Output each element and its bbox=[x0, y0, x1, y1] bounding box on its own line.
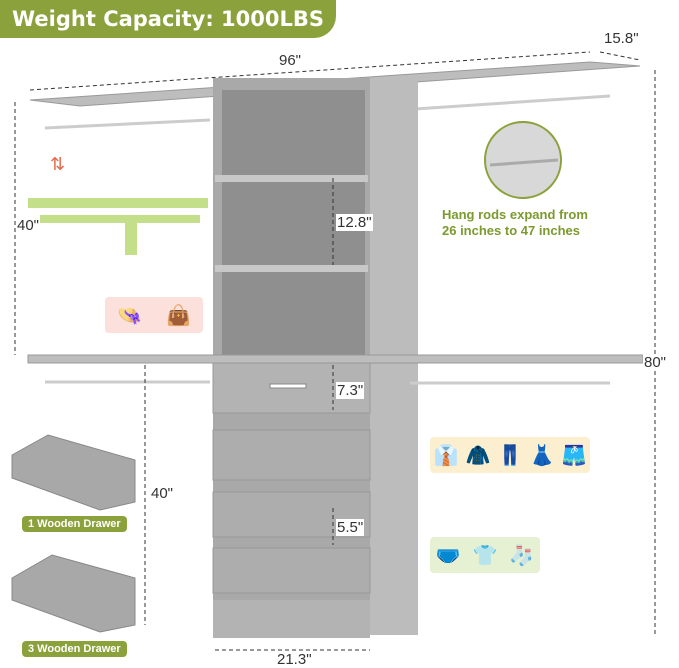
jacket-icon: 🧥 bbox=[465, 444, 491, 467]
drawer-label-1: 1 Wooden Drawer bbox=[22, 516, 127, 532]
drawer-illustration-1 bbox=[11, 434, 136, 511]
expand-arrows-icon: ⇅ bbox=[50, 154, 65, 174]
accessories-icon-box: 👒👜 bbox=[105, 297, 203, 333]
rod-detail-circle bbox=[484, 121, 562, 199]
width-dimension: 96" bbox=[278, 52, 303, 69]
depth-dimension: 15.8" bbox=[603, 30, 640, 47]
upper-hang-height: 40" bbox=[16, 217, 41, 234]
pants-icon: 👖 bbox=[497, 444, 523, 467]
onesie-icon: 👕 bbox=[472, 544, 498, 567]
lower-shelf bbox=[27, 354, 644, 364]
lower-hang-height: 40" bbox=[150, 485, 175, 502]
total-height: 80" bbox=[643, 354, 668, 371]
tower-width: 21.3" bbox=[276, 651, 313, 668]
skirt-icon: 🩳 bbox=[561, 444, 587, 467]
shirt-icon: 👔 bbox=[433, 444, 459, 467]
drawer-label-3: 3 Wooden Drawer bbox=[22, 641, 127, 657]
bin bbox=[212, 547, 371, 594]
small-items-icon-box: 🩲 👕 🧦 bbox=[430, 537, 540, 573]
shelf bbox=[215, 175, 368, 182]
shelf-spacing: 12.8" bbox=[336, 214, 373, 231]
bin-spacing: 5.5" bbox=[336, 519, 365, 536]
dress-icon: 👗 bbox=[529, 444, 555, 467]
bin bbox=[212, 429, 371, 481]
expandable-rod-illustration bbox=[28, 198, 208, 255]
drawer-height: 7.3" bbox=[336, 382, 365, 399]
shelf bbox=[215, 265, 368, 272]
note-line-1: Hang rods expand from bbox=[442, 207, 588, 222]
hat-icon: 👒 bbox=[117, 304, 142, 327]
clothing-icon-box: 👔 🧥 👖 👗 🩳 bbox=[430, 437, 590, 473]
tower-base bbox=[213, 600, 370, 638]
underwear-icon: 🩲 bbox=[435, 544, 461, 567]
note-line-2: 26 inches to 47 inches bbox=[442, 223, 581, 238]
drawer-illustration-3 bbox=[11, 554, 136, 633]
sock-icon: 🧦 bbox=[509, 544, 535, 567]
weight-capacity-banner: Weight Capacity: 1000LBS bbox=[0, 0, 336, 38]
hang-rod-note: Hang rods expand from 26 inches to 47 in… bbox=[442, 207, 588, 239]
upper-left-rod bbox=[44, 118, 211, 130]
handbag-icon: 👜 bbox=[166, 304, 191, 327]
upper-right-rod bbox=[399, 94, 611, 112]
